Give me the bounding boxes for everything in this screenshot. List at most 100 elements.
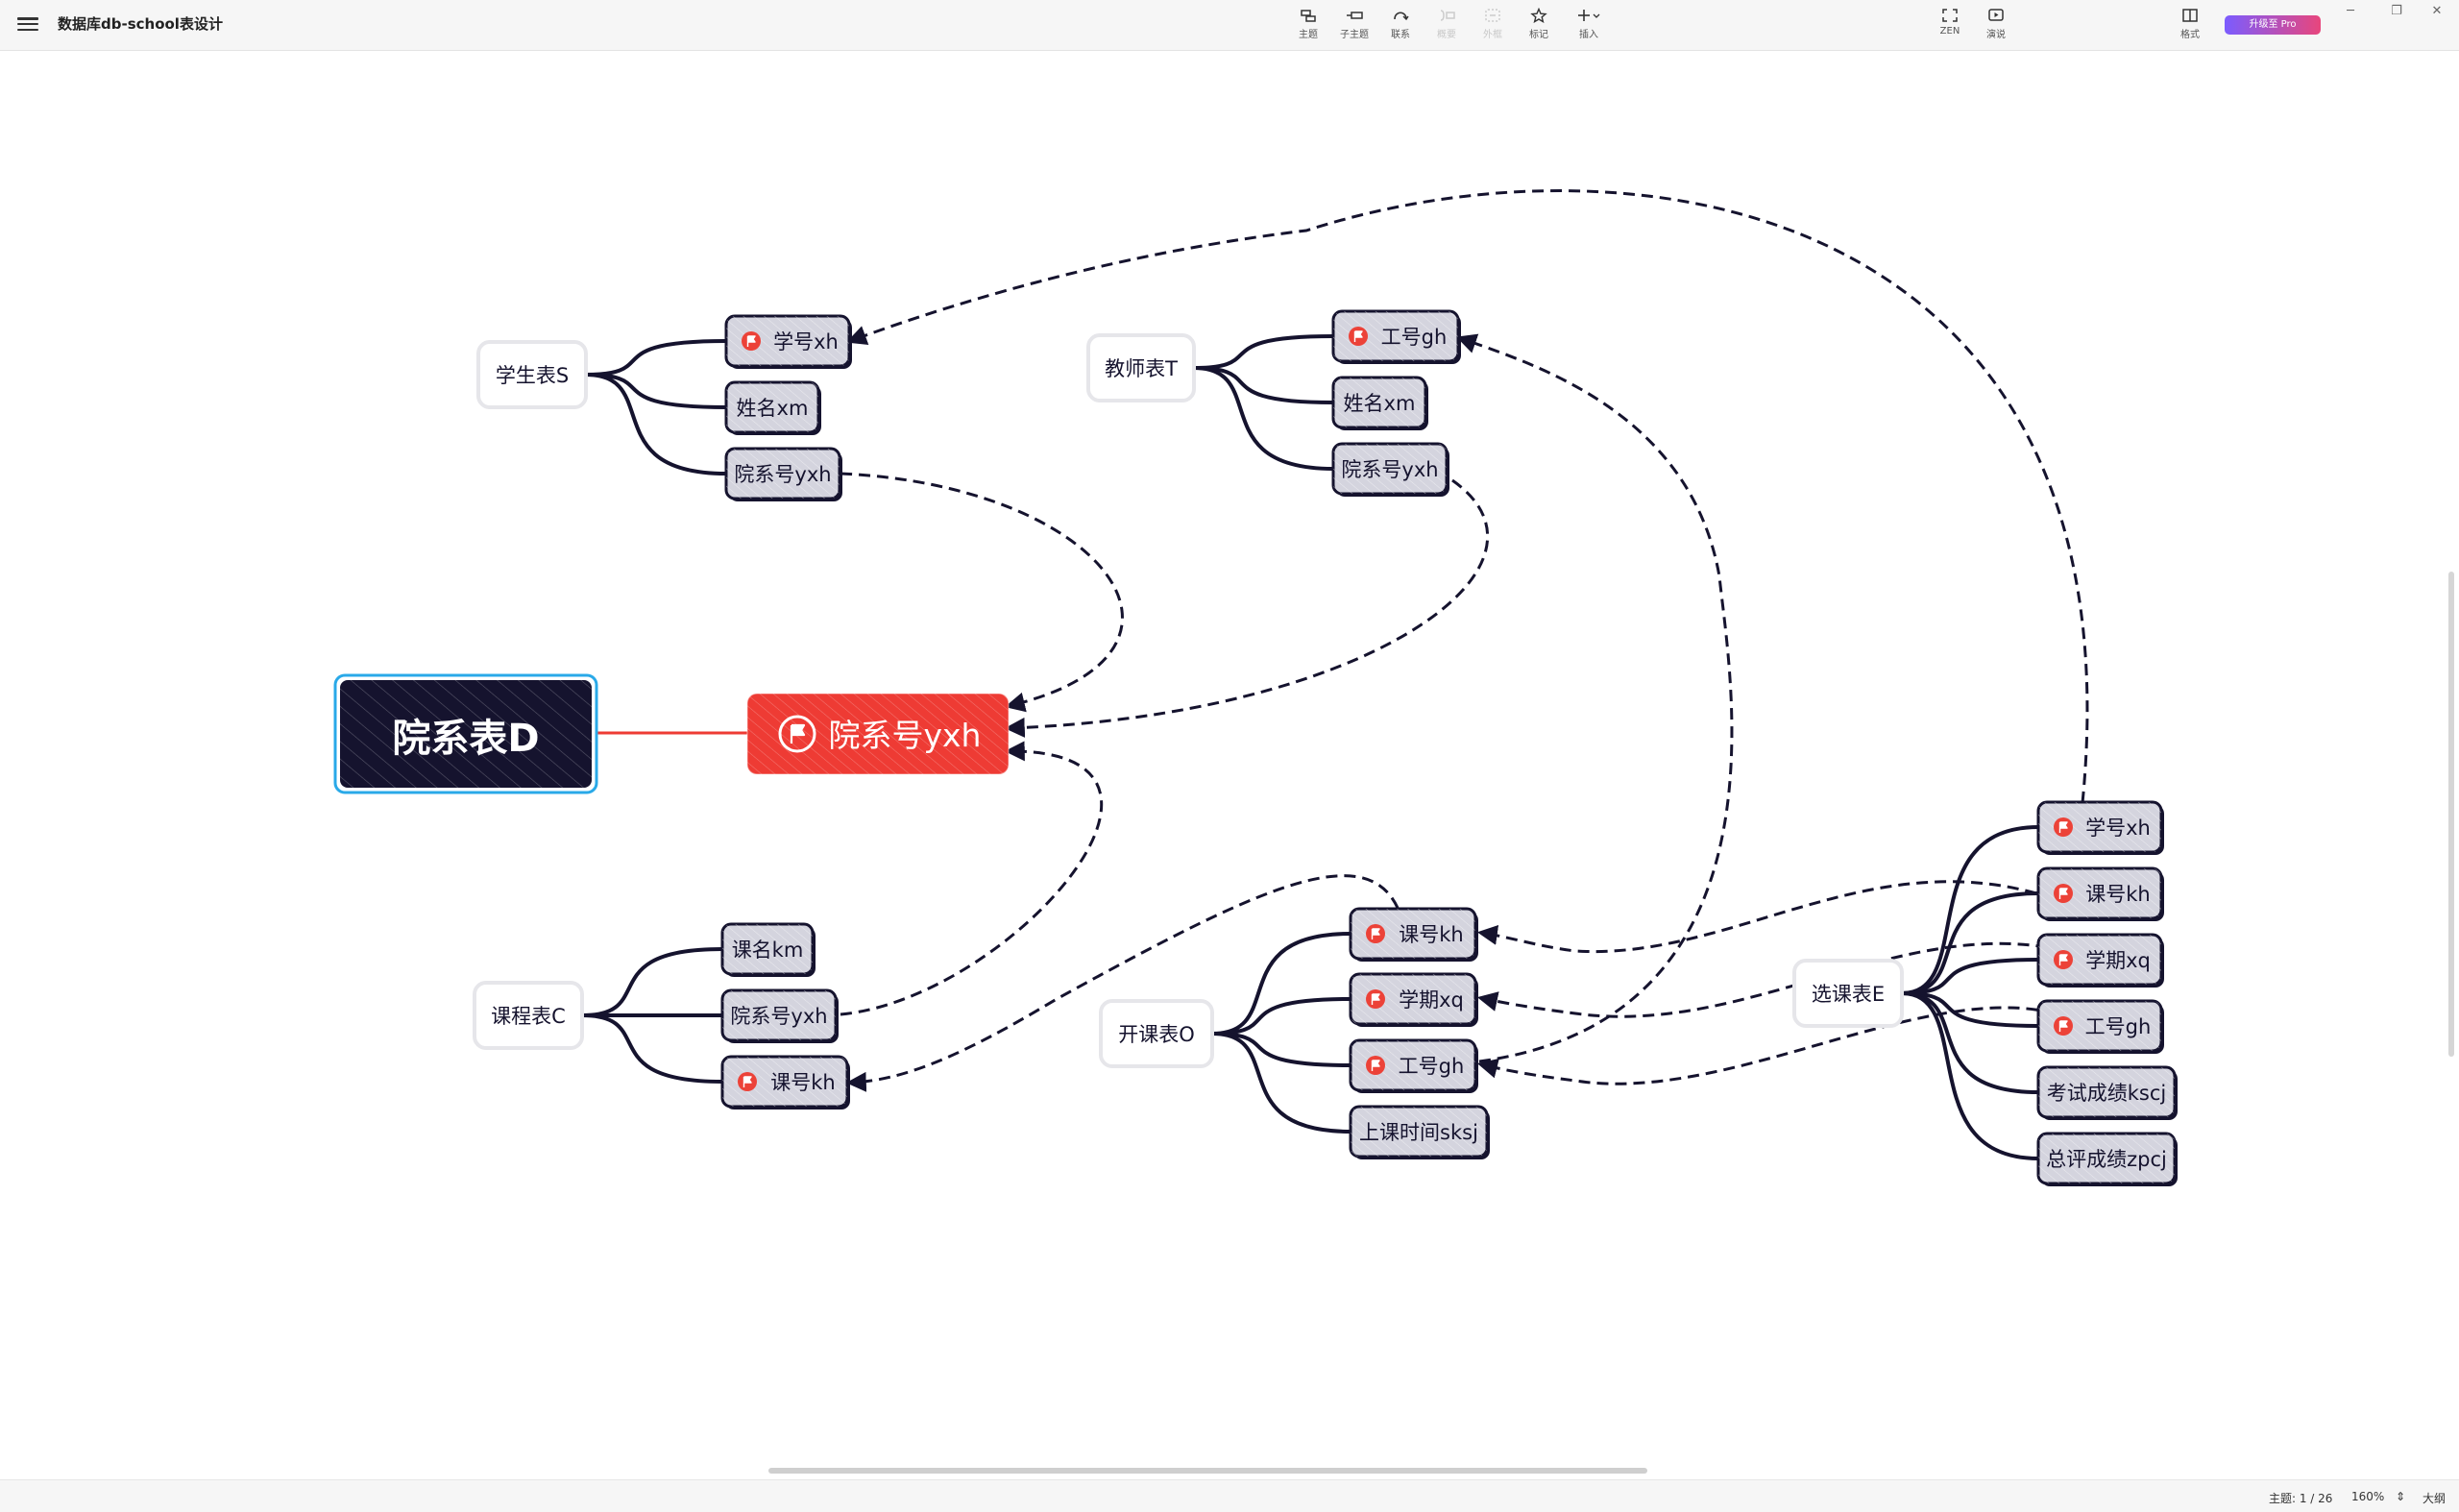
field-node[interactable]: 课号kh: [1349, 907, 1478, 962]
play-icon: [1988, 9, 2004, 21]
field-label: 课号kh: [1399, 923, 1463, 946]
subtopic-button[interactable]: 子主题: [1329, 6, 1379, 46]
table-group: 选课表E 学号xh 课号kh 学期xq 工号gh 考试成绩kscj 总评成绩zpcj: [1792, 800, 2178, 1186]
relationship-e-gh-to-o-gh[interactable]: [1476, 1006, 2057, 1085]
field-label: 考试成绩kscj: [2047, 1082, 2166, 1105]
relationship-e-xq-to-o-xq[interactable]: [1476, 941, 2066, 1018]
relationship-e-xh-to-s-xh[interactable]: [846, 189, 2089, 804]
upgrade-pro-button[interactable]: 升级至 Pro: [2225, 15, 2321, 35]
field-node[interactable]: 学号xh: [724, 314, 852, 369]
panel-icon: [2182, 9, 2198, 22]
table-label: 开课表O: [1118, 1023, 1195, 1046]
horizontal-scrollbar[interactable]: [768, 1468, 1647, 1474]
field-node[interactable]: 总评成绩zpcj: [2036, 1132, 2178, 1186]
field-node[interactable]: 课号kh: [720, 1055, 850, 1110]
branch-line: [580, 1013, 724, 1084]
restore-button[interactable]: ❐: [2391, 4, 2402, 18]
table-group: 教师表T 工号gh 姓名xm 院系号yxh: [1086, 309, 1461, 497]
marker-button[interactable]: 标记: [1514, 6, 1564, 46]
field-label: 课号kh: [770, 1071, 835, 1094]
main-key-node[interactable]: 院系号yxh: [746, 693, 1010, 775]
topic-button[interactable]: 主题: [1283, 6, 1333, 46]
table-node[interactable]: 学生表S: [476, 340, 588, 409]
flag-icon: [1366, 924, 1385, 943]
insert-button[interactable]: 插入: [1564, 6, 1614, 46]
branch-line: [1210, 1032, 1352, 1067]
document-title: 数据库db-school表设计: [58, 15, 223, 33]
field-label: 课号kh: [2085, 883, 2150, 906]
table-label: 学生表S: [496, 364, 569, 387]
relationship-lines[interactable]: [840, 189, 2089, 1092]
relationship-s-yxh-to-key[interactable]: [840, 472, 1124, 713]
field-node[interactable]: 院系号yxh: [724, 447, 842, 501]
field-node[interactable]: 学期xq: [2036, 933, 2164, 988]
field-node[interactable]: 学号xh: [2036, 800, 2164, 855]
branch-line: [1210, 932, 1352, 1036]
flag-icon: [1366, 989, 1385, 1009]
summary-button[interactable]: 概要: [1422, 6, 1472, 46]
star-icon: [1530, 8, 1547, 23]
field-node[interactable]: 工号gh: [2036, 999, 2164, 1054]
flag-icon: [2054, 1016, 2073, 1036]
field-node[interactable]: 院系号yxh: [720, 988, 839, 1043]
table-node[interactable]: 课程表C: [473, 981, 584, 1050]
zen-mode-button[interactable]: ZEN: [1925, 6, 1975, 46]
format-panel-button[interactable]: 格式: [2165, 6, 2215, 46]
topic-icon: [1301, 10, 1316, 22]
subtopic-icon: [1347, 12, 1363, 19]
field-label: 姓名xm: [1344, 392, 1416, 415]
field-label: 工号gh: [1399, 1055, 1465, 1078]
hamburger-menu-icon[interactable]: [17, 14, 38, 34]
boundary-button[interactable]: 外框: [1468, 6, 1518, 46]
field-node[interactable]: 考试成绩kscj: [2036, 1065, 2178, 1120]
present-button[interactable]: 演说: [1971, 6, 2021, 46]
root-topic-label: 院系表D: [392, 717, 539, 761]
field-label: 学号xh: [2085, 817, 2151, 840]
field-label: 学期xq: [2085, 949, 2151, 972]
field-label: 姓名xm: [737, 397, 809, 420]
branch-line: [1192, 366, 1335, 471]
field-node[interactable]: 姓名xm: [724, 380, 821, 435]
relationship-o-gh-to-t-gh[interactable]: [1456, 333, 1734, 1063]
relationship-button[interactable]: 联系: [1376, 6, 1425, 46]
field-label: 院系号yxh: [1341, 458, 1438, 481]
field-node[interactable]: 课名km: [720, 922, 816, 977]
relationship-t-yxh-to-key[interactable]: [1004, 478, 1490, 738]
flag-icon: [778, 715, 816, 753]
field-node[interactable]: 姓名xm: [1331, 376, 1428, 430]
table-label: 课程表C: [491, 1005, 566, 1028]
field-label: 学期xq: [1399, 988, 1464, 1012]
flag-icon: [2054, 884, 2073, 903]
flag-icon: [738, 1072, 757, 1091]
field-label: 总评成绩zpcj: [2046, 1148, 2167, 1171]
topic-count: 主题: 1 / 26: [2269, 1492, 2333, 1505]
table-node[interactable]: 教师表T: [1086, 333, 1196, 402]
zoom-stepper-icon[interactable]: ⇕: [2396, 1490, 2406, 1503]
field-node[interactable]: 工号gh: [1349, 1038, 1478, 1093]
flag-icon: [1349, 327, 1368, 346]
zoom-level[interactable]: 160%: [2351, 1490, 2385, 1503]
minimize-button[interactable]: ─: [2347, 4, 2354, 18]
outline-button[interactable]: 大纲: [2422, 1492, 2447, 1505]
field-node[interactable]: 学期xq: [1349, 972, 1478, 1027]
field-node[interactable]: 上课时间sksj: [1349, 1105, 1490, 1159]
relationship-c-yxh-to-key[interactable]: [840, 741, 1104, 1016]
field-node[interactable]: 院系号yxh: [1331, 442, 1449, 497]
vertical-scrollbar[interactable]: [2448, 572, 2454, 1057]
root-topic[interactable]: 院系表D: [333, 673, 598, 794]
flag-icon: [1366, 1056, 1385, 1075]
relationship-o-kh-to-c-kh[interactable]: [845, 874, 1400, 1092]
field-label: 学号xh: [773, 330, 839, 354]
field-node[interactable]: 工号gh: [1331, 309, 1461, 364]
field-label: 课名km: [732, 939, 804, 962]
table-node[interactable]: 选课表E: [1792, 959, 1904, 1028]
close-button[interactable]: ✕: [2431, 4, 2443, 18]
table-node[interactable]: 开课表O: [1099, 999, 1214, 1068]
boundary-icon: [1485, 9, 1500, 22]
field-label: 上课时间sksj: [1359, 1121, 1478, 1144]
table-group: 开课表O 课号kh 学期xq 工号gh 上课时间sksj: [1099, 907, 1490, 1159]
branch-line: [1900, 825, 2040, 995]
relationship-e-kh-to-o-kh[interactable]: [1476, 880, 2037, 954]
field-node[interactable]: 课号kh: [2036, 866, 2164, 921]
